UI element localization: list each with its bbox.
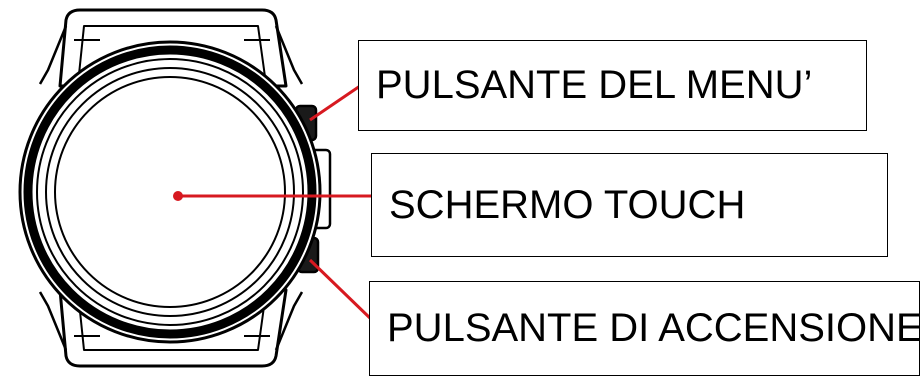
touch-screen-face	[54, 76, 286, 308]
pointer-power	[308, 258, 374, 322]
pointer-touch-dot	[173, 191, 183, 201]
menu-button-label: PULSANTE DEL MENU’	[376, 63, 813, 107]
pointer-menu	[309, 84, 361, 122]
power-button-label: PULSANTE DI ACCENSIONE	[387, 306, 920, 350]
power-button-callout: PULSANTE DI ACCENSIONE	[369, 281, 920, 376]
touch-screen-callout: SCHERMO TOUCH	[371, 153, 888, 257]
watch-case	[18, 40, 322, 344]
menu-button-callout: PULSANTE DEL MENU’	[358, 40, 867, 131]
pointer-lines	[173, 84, 374, 322]
touch-screen-label: SCHERMO TOUCH	[389, 182, 746, 227]
